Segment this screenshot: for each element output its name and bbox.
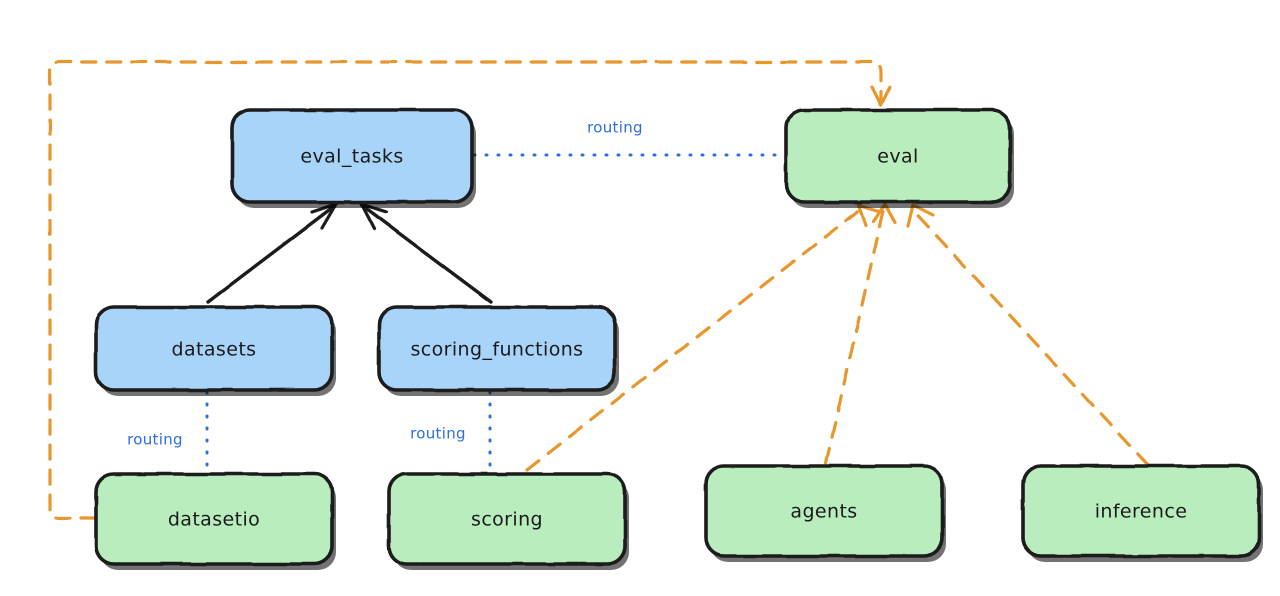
node-inference-label: inference	[1095, 501, 1188, 523]
node-agents-label: agents	[790, 501, 857, 523]
node-agents[interactable]: agents	[704, 464, 946, 562]
node-eval-tasks[interactable]: eval_tasks	[230, 108, 476, 208]
edge-label-routing-datasets: routing	[127, 431, 183, 449]
edge-agents-eval	[824, 202, 897, 465]
node-scoring-functions-label: scoring_functions	[411, 339, 584, 361]
node-datasetio[interactable]: datasetio	[94, 472, 336, 570]
edge-datasetio-eval	[48, 60, 892, 520]
node-eval-tasks-label: eval_tasks	[300, 146, 403, 168]
node-eval-tasks-shape[interactable]	[230, 108, 474, 204]
node-inference[interactable]: inference	[1021, 464, 1263, 562]
edge-datasets-eval-tasks	[206, 202, 338, 304]
node-datasetio-label: datasetio	[168, 509, 260, 531]
node-eval-label: eval	[877, 146, 918, 168]
node-scoring-shape[interactable]	[387, 472, 627, 566]
node-datasetio-shape[interactable]	[94, 472, 334, 566]
node-datasets-label: datasets	[172, 339, 257, 361]
edge-scoring-functions-eval-tasks	[359, 202, 493, 304]
edge-group-routing	[205, 153, 786, 474]
node-inference-shape[interactable]	[1021, 464, 1261, 558]
edge-group-solid	[206, 202, 493, 304]
edge-inference-eval	[906, 203, 1150, 467]
node-scoring[interactable]: scoring	[387, 472, 629, 570]
node-eval-shape[interactable]	[784, 108, 1012, 204]
edge-label-group: routing routing routing	[127, 119, 643, 449]
node-agents-shape[interactable]	[704, 464, 944, 558]
node-scoring-functions[interactable]: scoring_functions	[377, 305, 619, 396]
node-scoring-functions-shape[interactable]	[377, 305, 617, 392]
node-datasets-shape[interactable]	[94, 305, 334, 392]
node-datasets[interactable]: datasets	[94, 305, 336, 396]
edge-label-routing-eval-tasks: routing	[587, 119, 643, 137]
node-eval[interactable]: eval	[784, 108, 1014, 208]
edge-label-routing-scoring-functions: routing	[410, 425, 466, 443]
node-group: eval_tasks eval datasets scoring_functio…	[94, 108, 1263, 570]
node-scoring-label: scoring	[471, 509, 543, 531]
